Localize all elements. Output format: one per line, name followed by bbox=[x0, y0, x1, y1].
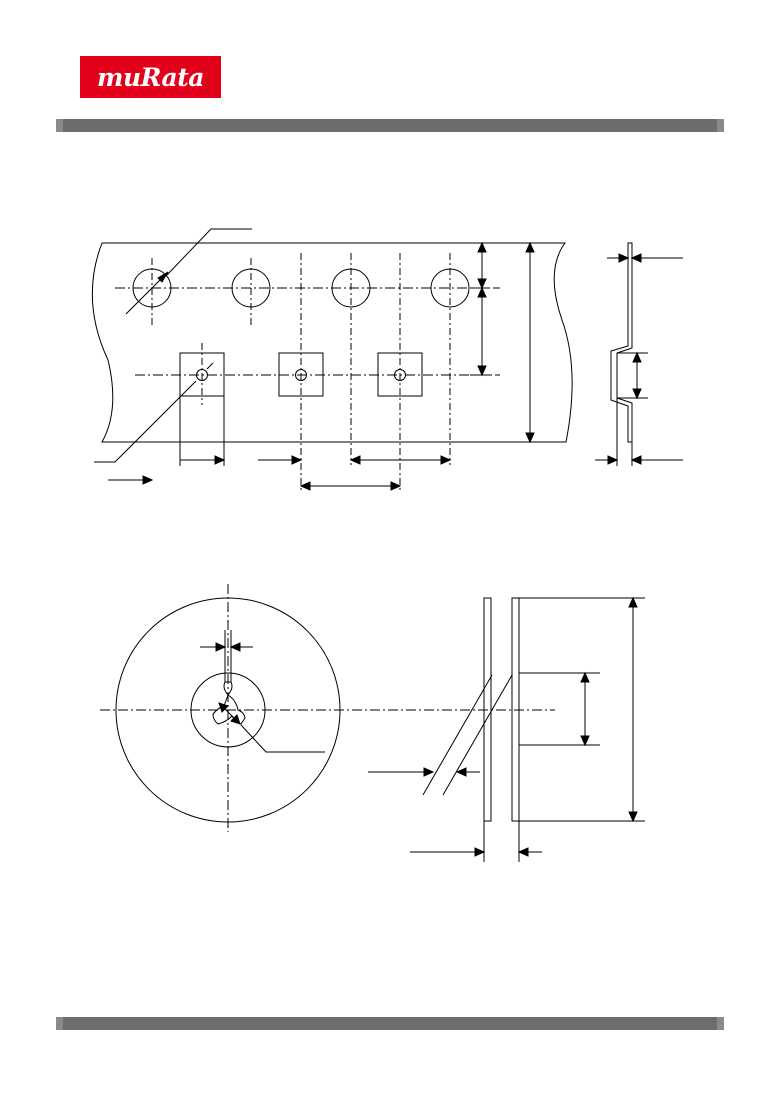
arrowhead bbox=[423, 767, 435, 777]
sprocket-diameter-leader bbox=[165, 228, 252, 277]
arrowhead bbox=[630, 455, 642, 465]
header-divider-bar bbox=[56, 119, 724, 132]
arrowhead bbox=[580, 735, 590, 747]
bar-cap-right bbox=[717, 1017, 724, 1030]
arrowhead bbox=[157, 271, 169, 283]
tape-cross-section bbox=[610, 242, 633, 443]
arrowhead bbox=[525, 241, 535, 253]
arrowhead bbox=[230, 714, 241, 725]
arrowhead bbox=[632, 388, 642, 400]
arrowhead bbox=[214, 455, 226, 465]
arrowhead bbox=[525, 432, 535, 444]
footer-divider-bar bbox=[56, 1017, 724, 1030]
reel-flange-side bbox=[511, 597, 520, 822]
arrowhead bbox=[477, 365, 487, 377]
arrowhead bbox=[477, 241, 487, 253]
arrowhead bbox=[390, 481, 402, 491]
bar-cap-left bbox=[56, 119, 63, 132]
arrowhead bbox=[440, 455, 452, 465]
arrowhead bbox=[580, 671, 590, 683]
arrowhead bbox=[299, 481, 311, 491]
tape-outline bbox=[91, 242, 573, 443]
arrowhead bbox=[455, 767, 467, 777]
arrowhead bbox=[630, 253, 642, 263]
arrowhead bbox=[517, 847, 529, 857]
arrowhead bbox=[215, 642, 227, 652]
tape-entry-line bbox=[442, 674, 513, 796]
bar-cap-right bbox=[717, 119, 724, 132]
arrowhead bbox=[628, 811, 638, 823]
arrowhead bbox=[607, 455, 619, 465]
hub-diameter-leader bbox=[240, 724, 325, 753]
pocket-hole-leader-tail bbox=[206, 362, 214, 370]
carrier-tape-side-view bbox=[595, 242, 683, 466]
reel-flange-side bbox=[483, 597, 492, 822]
arrowhead bbox=[291, 455, 303, 465]
murata-logo: muRata bbox=[80, 56, 221, 98]
arrowhead bbox=[632, 351, 642, 363]
hub-slot-outline bbox=[212, 681, 246, 725]
pocket-hole-leader bbox=[94, 380, 197, 463]
arrowhead bbox=[229, 642, 241, 652]
arrowhead bbox=[349, 455, 361, 465]
arrowhead bbox=[477, 278, 487, 290]
reel-front-view bbox=[100, 584, 555, 832]
arrowhead bbox=[474, 847, 486, 857]
reel-side-view bbox=[368, 596, 645, 862]
arrowhead bbox=[142, 475, 154, 485]
arrowhead bbox=[477, 286, 487, 298]
bar-cap-left bbox=[56, 1017, 63, 1030]
logo-wordmark: muRata bbox=[97, 62, 204, 92]
arrowhead bbox=[218, 702, 229, 713]
carrier-tape-top-view bbox=[91, 228, 573, 491]
arrowhead bbox=[628, 596, 638, 608]
arrowhead bbox=[618, 253, 630, 263]
tape-entry-line bbox=[422, 674, 493, 796]
